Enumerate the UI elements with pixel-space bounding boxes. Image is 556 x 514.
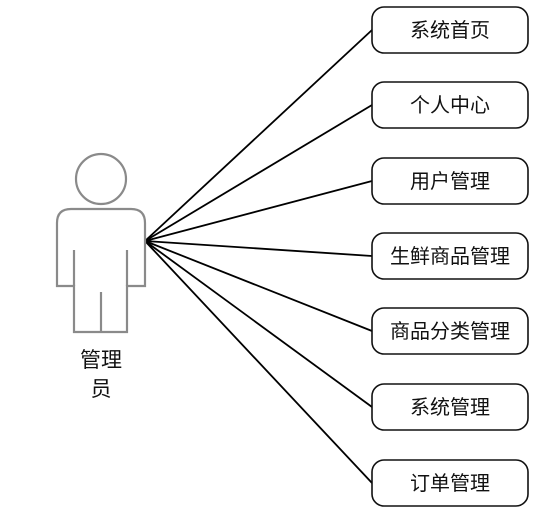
association-line: [144, 29, 373, 242]
use-case-box: [371, 459, 529, 507]
actor-label-line2: 员: [91, 377, 112, 401]
use-case-label: 生鲜商品管理: [390, 244, 510, 268]
use-case-fresh-product-management[interactable]: 生鲜商品管理: [371, 232, 529, 280]
actor-label-line1: 管理: [80, 348, 122, 372]
use-case-order-management[interactable]: 订单管理: [371, 459, 529, 507]
association-line: [144, 240, 373, 332]
use-case-box: [371, 6, 529, 54]
use-case-box: [371, 157, 529, 205]
use-case-label: 系统管理: [410, 395, 490, 419]
use-case-box: [371, 232, 529, 280]
use-case-user-management[interactable]: 用户管理: [371, 157, 529, 205]
use-case-category-management[interactable]: 商品分类管理: [371, 307, 529, 355]
actor-head: [74, 152, 128, 206]
association-line: [144, 104, 373, 242]
actor-body: [55, 207, 147, 334]
association-line: [144, 240, 373, 408]
association-line: [144, 240, 373, 484]
use-case-label: 订单管理: [410, 471, 490, 495]
actor-figure: [55, 152, 147, 334]
use-case-box: [371, 383, 529, 431]
use-case-label: 个人中心: [410, 93, 490, 117]
association-line: [144, 180, 373, 242]
use-case-label: 用户管理: [410, 169, 490, 193]
use-case-label: 系统首页: [410, 18, 490, 42]
use-case-label: 商品分类管理: [390, 319, 510, 343]
use-case-box: [371, 307, 529, 355]
use-case-system-home[interactable]: 系统首页: [371, 6, 529, 54]
use-case-system-management[interactable]: 系统管理: [371, 383, 529, 431]
use-case-personal-center[interactable]: 个人中心: [371, 81, 529, 129]
association-line: [144, 240, 373, 257]
use-case-box: [371, 81, 529, 129]
association-lines: [144, 29, 373, 484]
